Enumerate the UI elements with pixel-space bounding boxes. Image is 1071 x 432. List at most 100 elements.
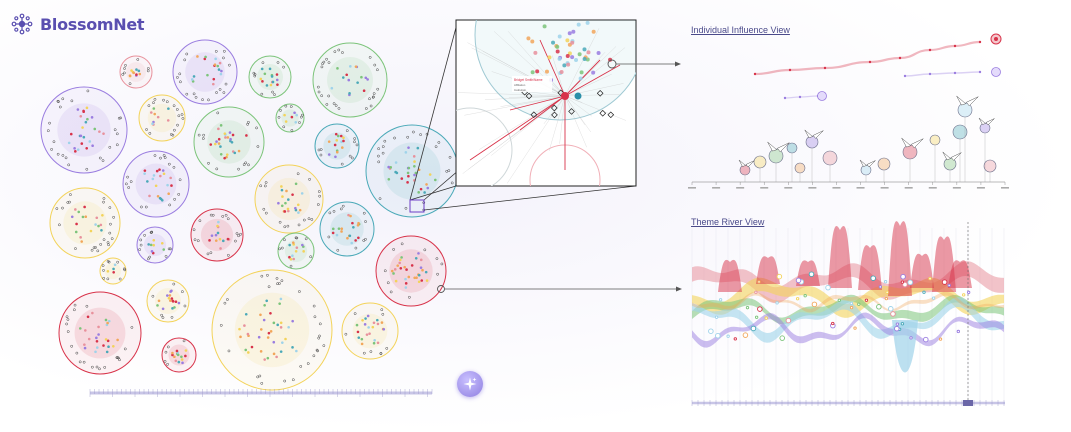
node-dot [289, 264, 293, 268]
node-dot [113, 128, 117, 132]
influence-point [783, 96, 787, 100]
node-dot [367, 326, 370, 329]
node-dot [150, 250, 154, 253]
influence-point [898, 56, 902, 60]
zoom-node [544, 69, 549, 74]
node-dot [218, 61, 222, 65]
node-dot [289, 105, 293, 108]
node-dot [415, 276, 418, 280]
cluster-core [207, 120, 251, 164]
node-dot [278, 302, 281, 305]
ai-assistant-button[interactable] [457, 371, 483, 397]
blossom-network[interactable] [40, 39, 459, 391]
node-dot [316, 349, 320, 353]
node-dot [327, 61, 331, 64]
node-dot [335, 150, 339, 154]
node-dot [102, 132, 105, 135]
node-dot [284, 120, 288, 123]
node-dot [286, 207, 290, 211]
node-dot [332, 209, 336, 213]
blossom-cluster [277, 232, 315, 270]
cluster-outline [49, 187, 121, 259]
cluster-core [185, 52, 225, 92]
river-event-dot [837, 298, 841, 302]
node-dot [334, 155, 337, 159]
node-dot [185, 92, 189, 96]
node-dot [147, 104, 151, 108]
node-dot [156, 115, 160, 119]
node-dot [109, 222, 112, 226]
glyph-petal [812, 130, 824, 139]
glyph-petal [942, 151, 952, 161]
node-dot [192, 92, 196, 96]
node-dot [143, 233, 146, 237]
zoom-edge [500, 95, 566, 107]
node-dot [337, 107, 341, 110]
node-dot [239, 232, 242, 236]
node-dot [269, 83, 273, 87]
glyph-petal [966, 96, 979, 107]
node-dot [376, 322, 380, 326]
influence-glyph [942, 151, 962, 182]
node-dot [158, 196, 162, 200]
zoom-edge [559, 95, 566, 144]
individual-influence-view[interactable] [688, 33, 1009, 189]
river-event-dot [764, 316, 768, 320]
node-dot [287, 209, 290, 213]
node-dot [226, 298, 229, 301]
node-dot [70, 344, 73, 348]
influence-glyph [929, 134, 941, 182]
node-dot [146, 69, 150, 73]
node-dot [79, 134, 83, 138]
node-dot [219, 145, 222, 148]
glyph-petal [866, 160, 876, 168]
node-dot [368, 56, 372, 59]
node-dot [82, 110, 85, 114]
node-dot [400, 177, 404, 180]
node-dot [86, 315, 90, 319]
highlight-edge [469, 95, 566, 161]
river-time-handle [963, 400, 973, 406]
node-dot [98, 130, 101, 133]
node-dot [73, 308, 76, 312]
zoom-edge [479, 95, 566, 150]
node-dot [130, 326, 134, 329]
node-dot [437, 141, 441, 144]
river-event-dot [923, 336, 929, 343]
node-dot [227, 253, 230, 257]
river-event-dot [757, 280, 761, 284]
tooltip-line: Bridget Smith/Name [514, 78, 543, 82]
node-dot [259, 184, 263, 188]
node-dot [275, 73, 279, 76]
node-dot [90, 116, 94, 119]
glyph-body [753, 155, 767, 169]
zoom-edge [493, 31, 566, 97]
node-dot [82, 360, 86, 364]
glyph-petal [901, 137, 912, 148]
blossom-cluster [49, 187, 121, 259]
node-dot [61, 206, 64, 210]
node-dot [95, 365, 99, 369]
node-dot [151, 122, 154, 126]
node-dot [288, 243, 291, 247]
zoom-edge [564, 94, 620, 97]
node-dot [192, 228, 196, 232]
node-dot [294, 236, 298, 240]
glyph-body [929, 134, 941, 146]
node-dot [262, 207, 266, 211]
node-dot [419, 266, 423, 269]
node-dot [293, 111, 296, 115]
node-dot [56, 152, 60, 156]
node-dot [246, 332, 250, 336]
node-dot [231, 133, 235, 137]
river-stream [692, 297, 1004, 343]
zoom-node [574, 92, 582, 100]
influence-view-title: Individual Influence View [691, 25, 790, 35]
network-time-slider[interactable] [89, 389, 433, 397]
node-dot [302, 218, 306, 222]
node-dot [103, 366, 107, 369]
node-dot [218, 237, 222, 241]
theme-river-view[interactable] [691, 221, 1005, 406]
river-event-dot [931, 296, 936, 300]
